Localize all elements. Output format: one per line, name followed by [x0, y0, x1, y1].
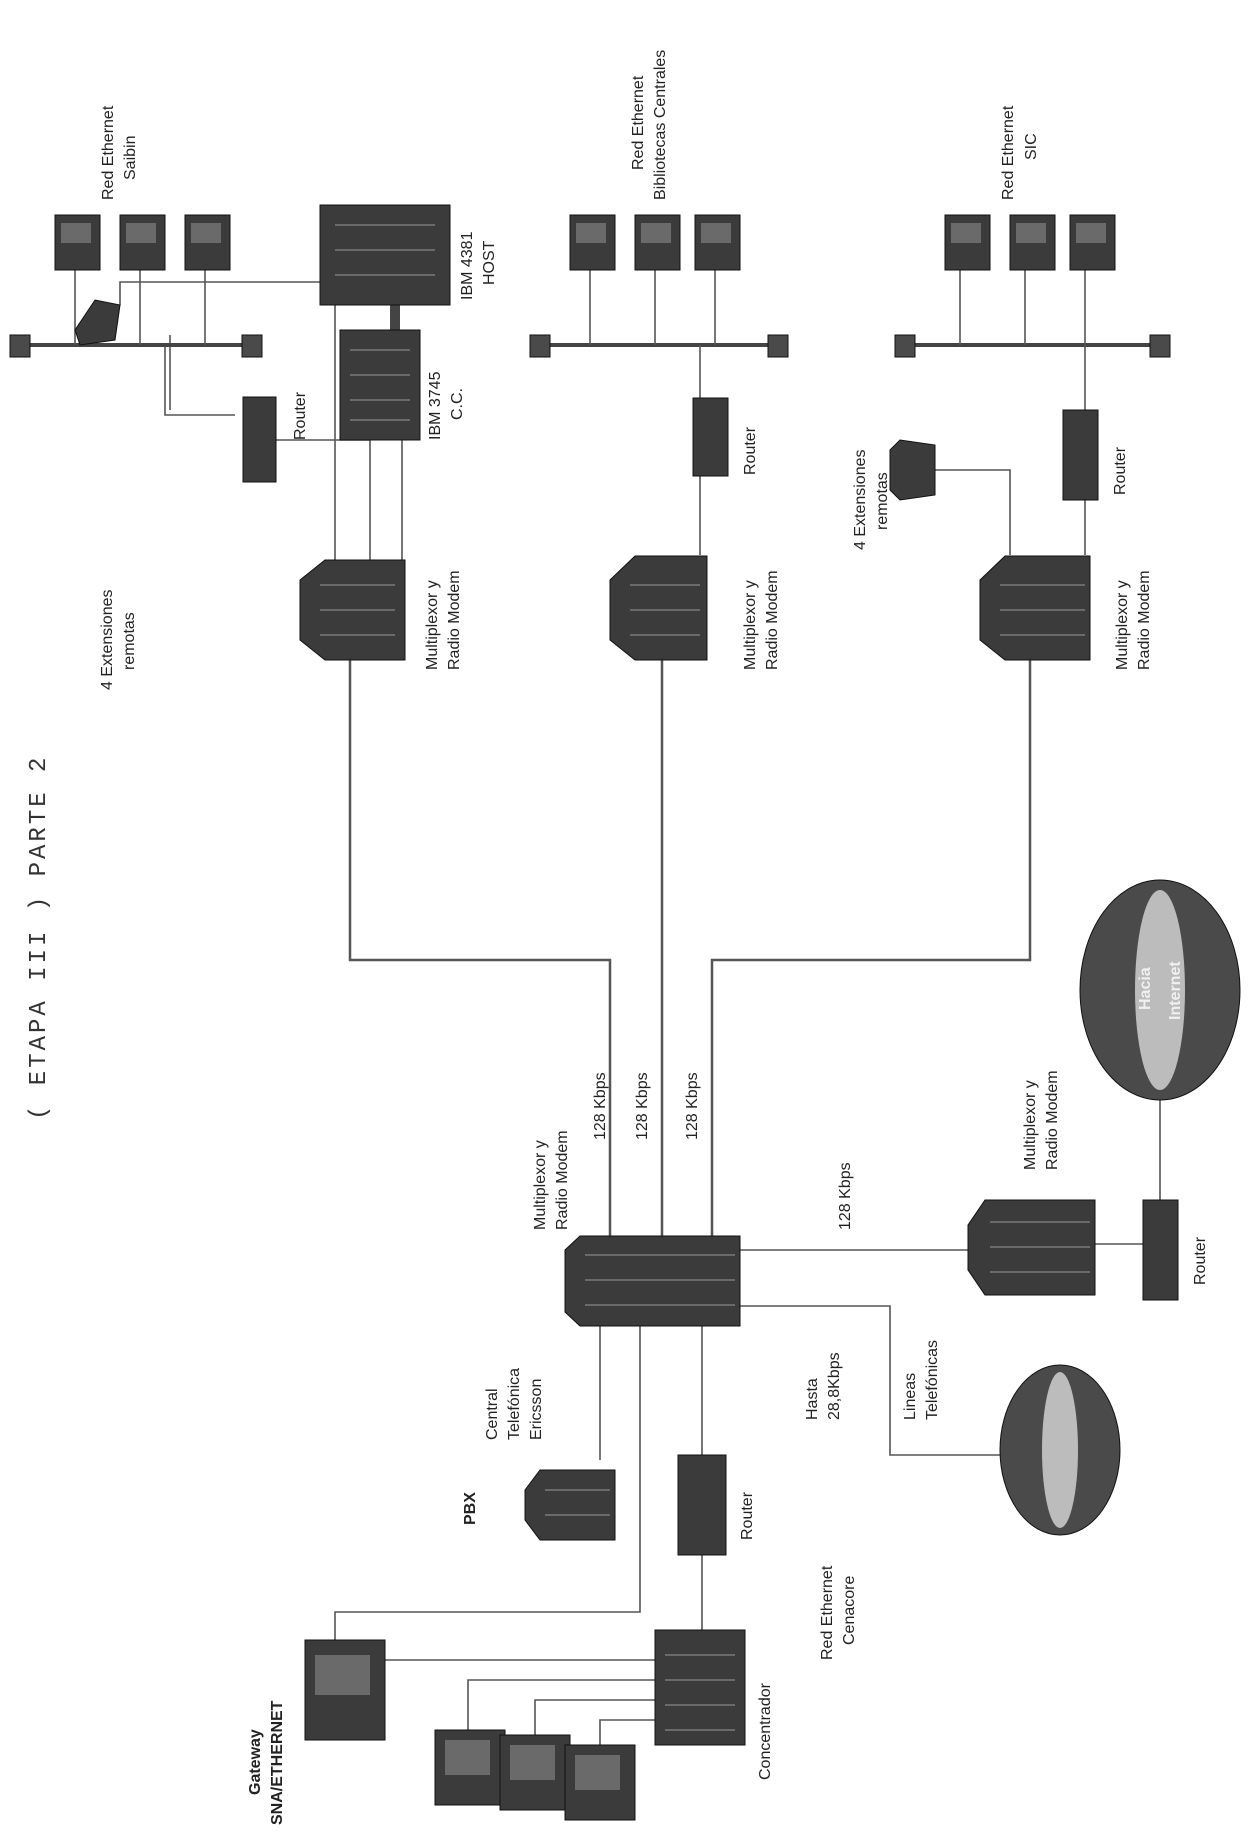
workstation-icon: [569, 214, 616, 271]
label-lineas-1: Lineas: [902, 1373, 919, 1420]
label-kbps-2: 128 Kbps: [634, 1072, 651, 1140]
label-red-salbin-2: Saibin: [122, 136, 139, 180]
label-ibm-cc-1: IBM 3745: [427, 371, 444, 440]
router-icon: [242, 396, 277, 483]
router-icon: [1062, 409, 1099, 501]
workstation-icon: [634, 214, 681, 271]
label-mux1-1: Multiplexor y: [424, 580, 441, 670]
workstations-sic: [944, 214, 1116, 271]
labels: ( ETAPA III ) PARTE 2 Red Ethernet Saibi…: [26, 50, 1209, 1825]
ibm-3745-cc: [339, 329, 421, 441]
label-mux-central-2: Radio Modem: [554, 1130, 571, 1230]
workstation-icon: [54, 214, 101, 271]
label-hasta-2: 28,8Kbps: [826, 1352, 843, 1420]
label-extensiones-2b: remotas: [874, 472, 891, 530]
label-router-1: Router: [292, 391, 309, 440]
label-red-cenacore-2: Cenacore: [841, 1576, 858, 1645]
label-red-cenacore-1: Red Ethernet: [819, 1565, 836, 1660]
multiplexor-internet: [967, 1199, 1096, 1296]
label-hacia-internet-1: Hacia: [1137, 967, 1154, 1010]
label-mux-internet-2: Radio Modem: [1044, 1070, 1061, 1170]
multiplexor-1: [299, 559, 406, 661]
label-router-3: Router: [1112, 446, 1129, 495]
label-pbx: PBX: [462, 1492, 479, 1525]
label-red-bibliotecas-2: Bibliotecas Centrales: [652, 50, 669, 200]
label-mux-internet-1: Multiplexor y: [1022, 1080, 1039, 1170]
workstation-icon: [1069, 214, 1116, 271]
label-gateway-2: SNA/ETHERNET: [269, 1700, 286, 1825]
workstation-icon: [1009, 214, 1056, 271]
workstation-icon: [564, 1744, 636, 1821]
internet-cloud: [1079, 879, 1241, 1101]
label-mux2-2: Radio Modem: [764, 570, 781, 670]
workstation-icon: [499, 1734, 571, 1811]
telephone-icon: [74, 299, 121, 346]
telephone-icon: [889, 439, 936, 501]
diagram-title: ( ETAPA III ) PARTE 2: [26, 755, 53, 1120]
multiplexor-central: [564, 1235, 741, 1327]
label-hasta-1: Hasta: [804, 1378, 821, 1420]
label-central-1: Central: [484, 1388, 501, 1440]
ibm-4381-host: [319, 204, 451, 306]
label-concentrador: Concentrador: [757, 1682, 774, 1780]
router-icon: [1142, 1199, 1179, 1301]
label-ibm-host-2: HOST: [481, 240, 498, 285]
label-extensiones-2a: 4 Extensiones: [852, 449, 869, 550]
label-kbps-3: 128 Kbps: [684, 1072, 701, 1140]
label-extensiones-1a: 4 Extensiones: [99, 589, 116, 690]
concentrador-device: [654, 1629, 746, 1746]
label-ibm-cc-2: C.C.: [449, 388, 466, 420]
workstations-bibliotecas: [569, 214, 741, 271]
multiplexor-3: [979, 555, 1091, 661]
label-router-4: Router: [1192, 1236, 1209, 1285]
label-kbps-4: 128 Kbps: [837, 1162, 854, 1230]
label-mux3-1: Multiplexor y: [1114, 580, 1131, 670]
multiplexor-2: [609, 555, 708, 661]
label-gateway-1: Gateway: [247, 1729, 264, 1795]
workstation-icon: [119, 214, 166, 271]
gateway-device: [304, 1639, 386, 1741]
label-kbps-1: 128 Kbps: [592, 1072, 609, 1140]
label-lineas-2: Telefónicas: [924, 1340, 941, 1420]
workstation-icon: [434, 1729, 506, 1806]
label-red-sic-2: SIC: [1023, 133, 1040, 160]
workstations-salbin: [54, 214, 231, 271]
label-mux2-1: Multiplexor y: [742, 580, 759, 670]
label-extensiones-1b: remotas: [121, 612, 138, 670]
label-router-2: Router: [742, 426, 759, 475]
label-mux3-2: Radio Modem: [1136, 570, 1153, 670]
label-central-3: Ericsson: [528, 1379, 545, 1440]
router-icon: [677, 1454, 727, 1556]
label-red-salbin-1: Red Ethernet: [100, 105, 117, 200]
workstation-icon: [944, 214, 991, 271]
workstation-icon: [694, 214, 741, 271]
label-ibm-host-1: IBM 4381: [459, 231, 476, 300]
router-icon: [692, 397, 729, 477]
label-red-sic-1: Red Ethernet: [1000, 105, 1017, 200]
telephone-lines-cloud: [999, 1364, 1121, 1536]
label-red-bibliotecas-1: Red Ethernet: [630, 75, 647, 170]
label-router-5: Router: [739, 1491, 756, 1540]
label-central-2: Telefónica: [506, 1368, 523, 1440]
bus-terminators: [9, 334, 1171, 358]
workstation-icon: [184, 214, 231, 271]
label-mux-central-1: Multiplexor y: [532, 1140, 549, 1230]
label-hacia-internet-2: Internet: [1167, 961, 1184, 1020]
pbx-device: [524, 1469, 616, 1541]
label-mux1-2: Radio Modem: [446, 570, 463, 670]
